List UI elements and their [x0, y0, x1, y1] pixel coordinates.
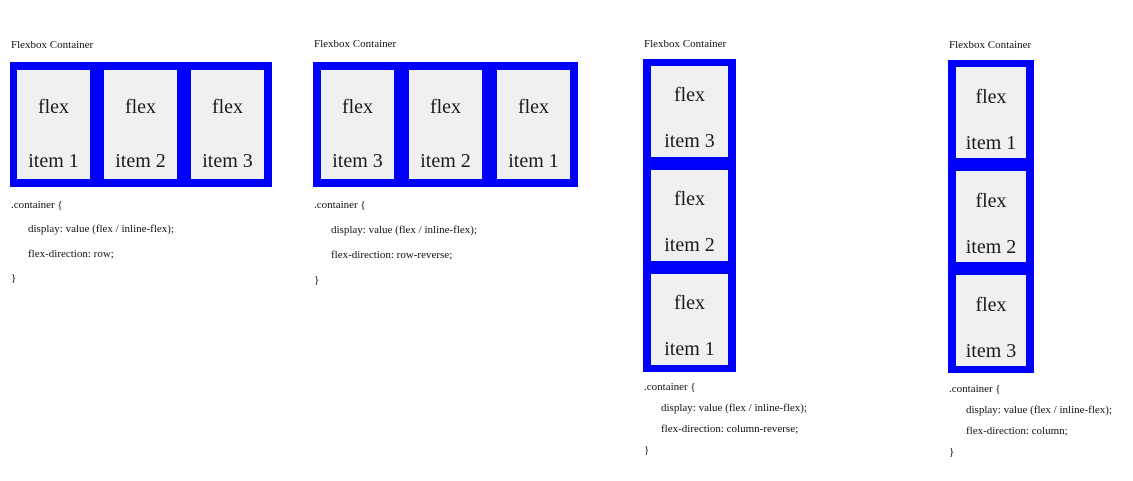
flex-item-label: item 3	[664, 130, 715, 152]
flex-item-label: item 2	[420, 150, 471, 172]
code-direction: flex-direction: row;	[28, 248, 114, 260]
flex-item-word: flex	[124, 96, 157, 118]
flex-item: flex item 1	[956, 67, 1026, 158]
flex-item-word: flex	[37, 96, 70, 118]
code-open: .container {	[314, 199, 366, 211]
flex-item-label: item 2	[115, 150, 166, 172]
flex-item-label: item 1	[28, 150, 79, 172]
flex-item-word: flex	[429, 96, 462, 118]
flex-item: flex item 2	[651, 170, 728, 261]
flex-container: flex item 3 flex item 2 flex item 1	[643, 59, 736, 372]
flex-item: flex item 3	[191, 70, 264, 179]
code-open: .container {	[644, 381, 696, 393]
flex-item: flex item 1	[651, 274, 728, 365]
code-close: }	[949, 446, 955, 458]
flex-item: flex item 3	[321, 70, 394, 179]
code-close: }	[644, 444, 650, 456]
flex-item: flex item 2	[409, 70, 482, 179]
flex-item: flex item 2	[956, 171, 1026, 262]
code-direction: flex-direction: column;	[966, 425, 1068, 437]
flex-item-word: flex	[673, 292, 706, 314]
code-close: }	[314, 274, 320, 286]
flex-item-word: flex	[517, 96, 550, 118]
code-close: }	[11, 272, 17, 284]
demo-title: Flexbox Container	[11, 39, 94, 51]
code-display: display: value (flex / inline-flex);	[331, 224, 478, 236]
flex-item-label: item 1	[664, 338, 715, 360]
flex-container: flex item 3 flex item 2 flex item 1	[313, 62, 578, 187]
code-display: display: value (flex / inline-flex);	[966, 404, 1113, 416]
flex-item-label: item 2	[965, 236, 1017, 258]
code-open: .container {	[949, 383, 1001, 395]
flex-item: flex item 1	[497, 70, 570, 179]
code-display: display: value (flex / inline-flex);	[661, 402, 808, 414]
demo-title: Flexbox Container	[949, 39, 1032, 51]
flex-item: flex item 1	[17, 70, 90, 179]
demo-title: Flexbox Container	[644, 38, 727, 50]
code-direction: flex-direction: column-reverse;	[661, 423, 799, 435]
flex-item-label: item 3	[202, 150, 253, 172]
code-direction: flex-direction: row-reverse;	[331, 249, 453, 261]
flex-item-word: flex	[673, 84, 706, 106]
demo-title: Flexbox Container	[314, 38, 397, 50]
flex-item-label: item 1	[508, 150, 559, 172]
flex-item-word: flex	[341, 96, 374, 118]
flex-item-word: flex	[975, 294, 1007, 316]
flex-item-word: flex	[975, 190, 1007, 212]
flex-item-label: item 3	[332, 150, 383, 172]
code-display: display: value (flex / inline-flex);	[28, 223, 175, 235]
flex-item: flex item 3	[956, 275, 1026, 366]
flex-item-word: flex	[975, 86, 1007, 108]
code-open: .container {	[11, 199, 63, 211]
flex-item: flex item 3	[651, 66, 728, 157]
flex-item-label: item 1	[965, 132, 1017, 154]
flex-item-label: item 3	[965, 340, 1017, 362]
flex-item: flex item 2	[104, 70, 177, 179]
flex-container: flex item 1 flex item 2 flex item 3	[10, 62, 272, 187]
flex-container: flex item 1 flex item 2 flex item 3	[948, 60, 1034, 373]
flex-item-word: flex	[211, 96, 244, 118]
flex-item-label: item 2	[664, 234, 715, 256]
flex-item-word: flex	[673, 188, 706, 210]
